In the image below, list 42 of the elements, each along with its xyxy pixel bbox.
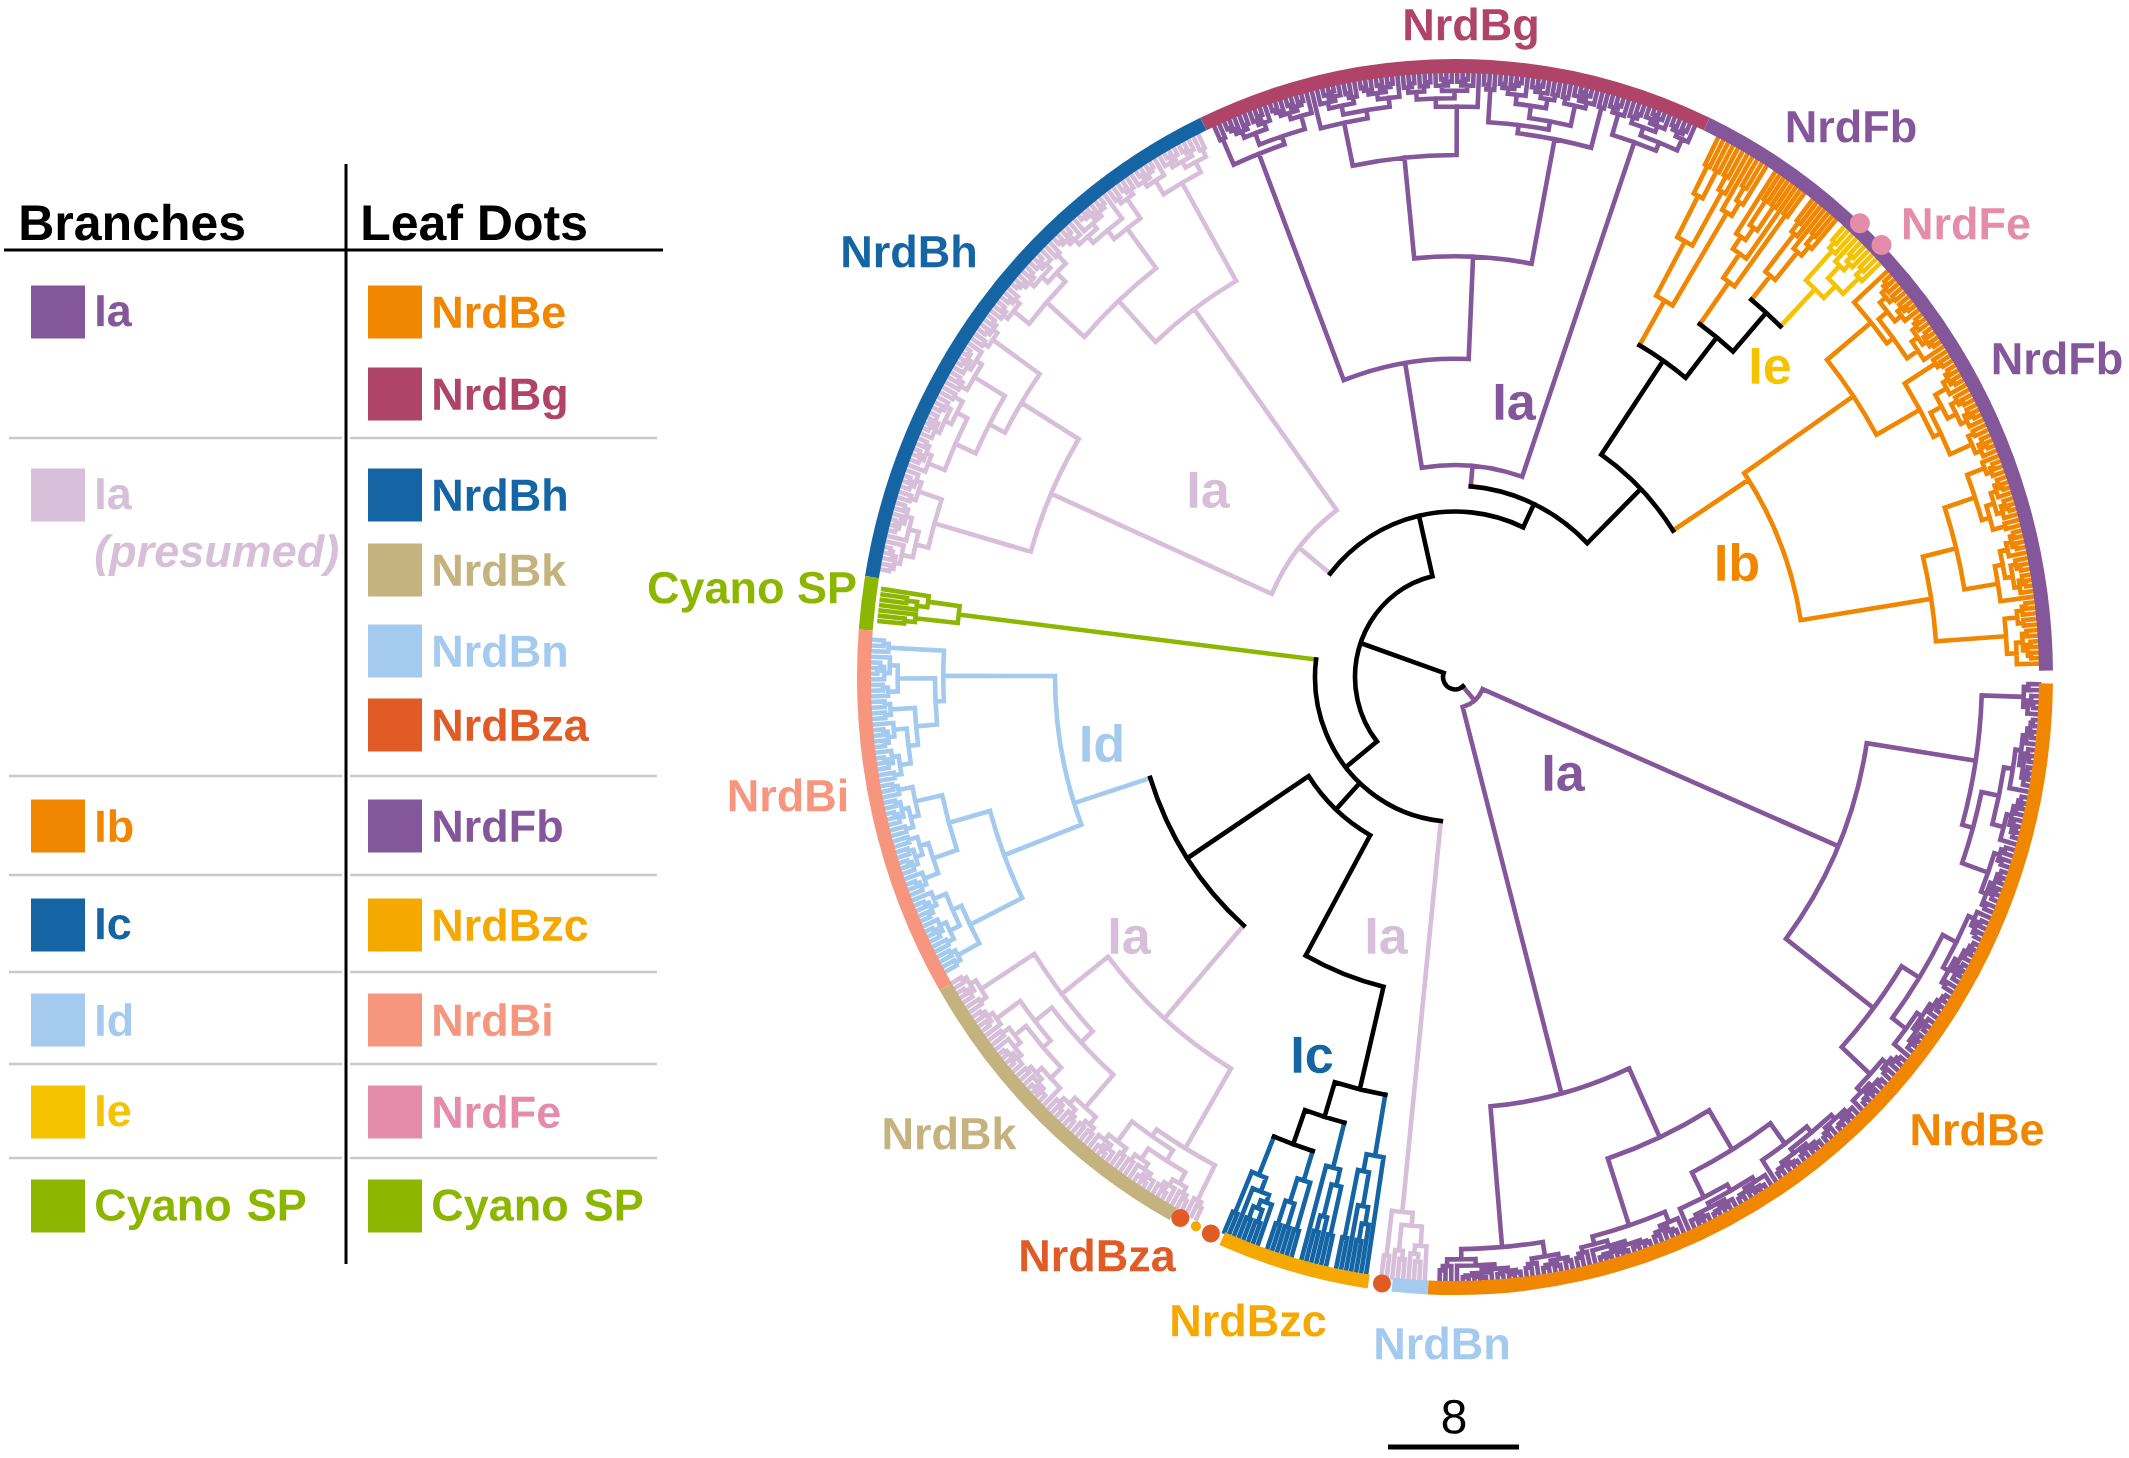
legend-label: Id (97, 1003, 132, 1037)
legend-label: NrdBn (434, 634, 566, 668)
group-label: NrdBza (1021, 1238, 1177, 1272)
group-label: NrdBg (1405, 7, 1537, 50)
legend-label: Ib (97, 809, 133, 843)
legend-label: NrdFe (434, 1095, 560, 1129)
group-label: NrdBh (843, 234, 975, 268)
clade-label: Ib (1717, 543, 1758, 582)
group-label: NrdFb (1993, 341, 2122, 375)
legend-label: NrdFb (434, 809, 562, 843)
column-header: Branches (21, 203, 244, 241)
legend-label: Cyano SP (96, 1189, 306, 1230)
group-label: NrdBe (1912, 1112, 2043, 1146)
legend-label: NrdBh (434, 478, 566, 512)
legend-label: NrdBza (434, 708, 589, 742)
clade-label: Ic (1293, 1036, 1333, 1074)
clade-label: Ia (1544, 754, 1586, 792)
legend-label: NrdBi (434, 1003, 551, 1037)
legend-label: NrdBk (434, 553, 567, 587)
scale-label: 8 (1442, 1399, 1466, 1434)
legend-label: Ia (97, 295, 133, 327)
legend-label: Ie (97, 1095, 131, 1127)
legend-label: Ic (97, 908, 131, 940)
clade-label: Ia (1189, 471, 1231, 509)
group-label: Cyano SP (648, 571, 856, 613)
legend-label: NrdBe (434, 295, 565, 329)
clade-label: Ia (1110, 917, 1152, 955)
clade-label: Ia (1367, 917, 1409, 955)
group-label: NrdBn (1376, 1326, 1508, 1360)
clade-label: Id (1082, 724, 1122, 763)
legend-label: NrdBzc (434, 908, 588, 942)
group-label: NrdBi (729, 778, 847, 812)
clade-label: Ie (1751, 347, 1790, 385)
legend-label: Cyano SP (433, 1189, 643, 1230)
column-header: Leaf Dots (363, 203, 586, 241)
group-label: NrdFb (1787, 109, 1916, 143)
group-label: NrdBk (884, 1116, 1017, 1150)
group-label: NrdBzc (1172, 1303, 1326, 1337)
group-label: NrdFe (1904, 206, 2030, 240)
clade-label: Ia (1495, 383, 1537, 421)
legend-label: Ia (presumed) (95, 478, 338, 577)
legend-label: NrdBg (434, 377, 566, 420)
